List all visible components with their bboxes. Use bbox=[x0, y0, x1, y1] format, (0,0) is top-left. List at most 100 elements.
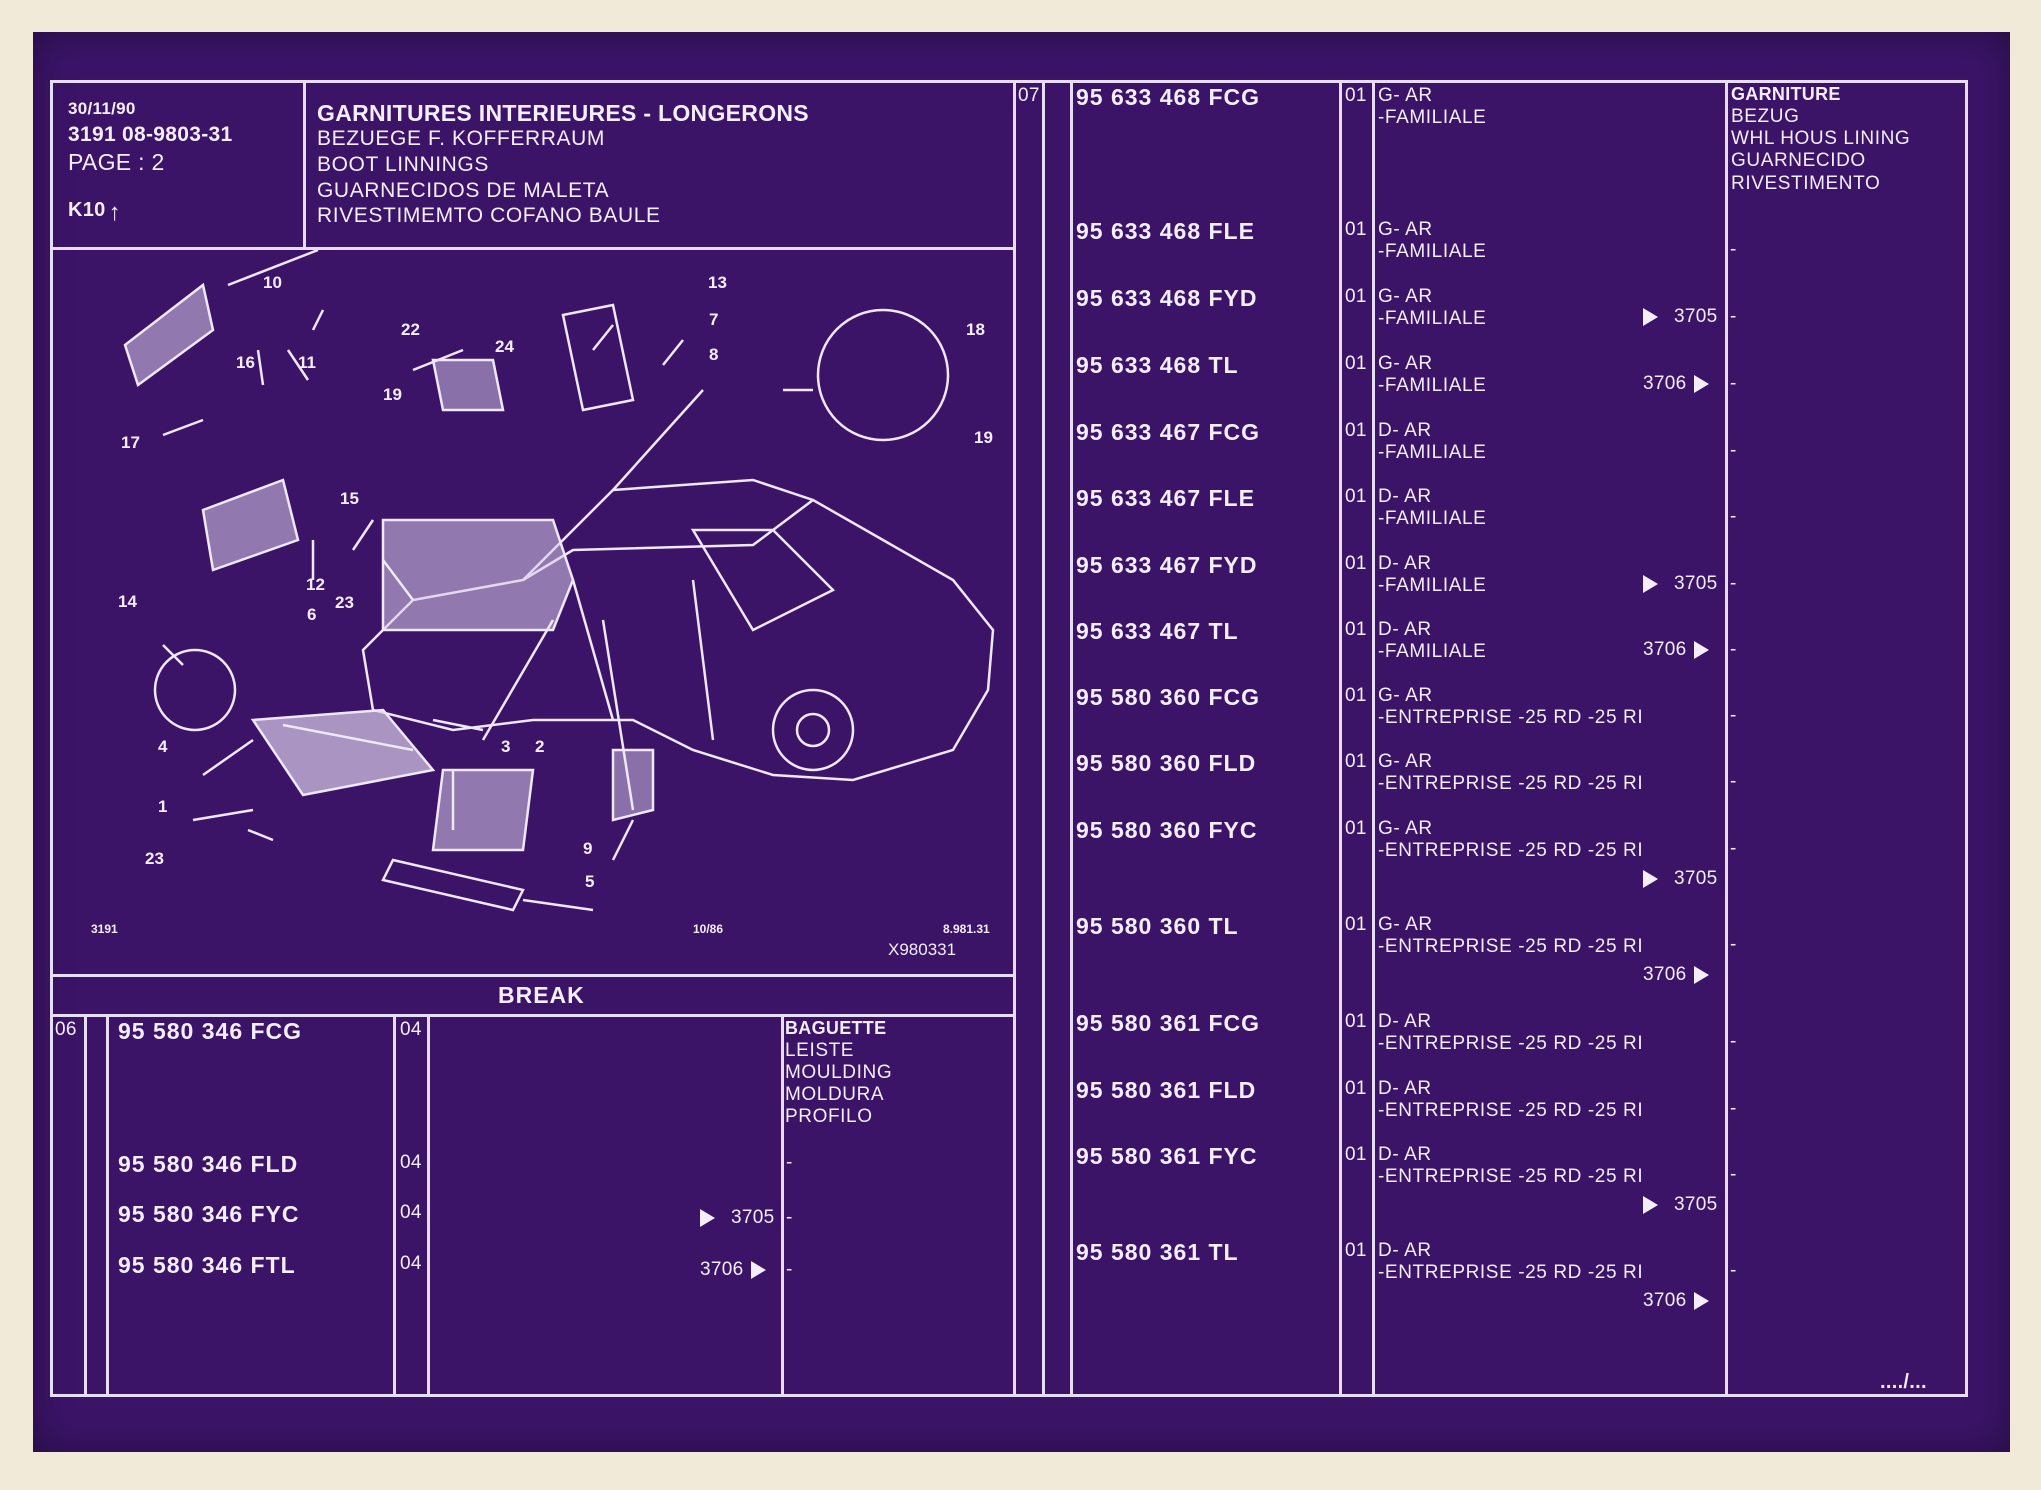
change-mark: 3706 bbox=[1643, 965, 1710, 984]
callout-12: 12 bbox=[306, 575, 325, 594]
right-col-5 bbox=[1372, 80, 1375, 1396]
callout-24: 24 bbox=[495, 337, 514, 356]
variant: -ENTREPRISE -25 RD -25 RI bbox=[1378, 773, 1644, 794]
position: D- AR bbox=[1378, 1240, 1432, 1261]
arrow-right-icon bbox=[1694, 640, 1710, 659]
detail-circle-18 bbox=[816, 308, 950, 442]
desc-dash: - bbox=[1730, 639, 1737, 660]
variant: -FAMILIALE bbox=[1378, 641, 1487, 662]
break-part-number: 95 580 346 FTL bbox=[118, 1252, 296, 1278]
change-mark: 3705 bbox=[1643, 307, 1717, 326]
part-9-bracket bbox=[611, 748, 655, 822]
callout-2: 2 bbox=[535, 737, 544, 756]
desc-dash: - bbox=[1730, 934, 1737, 955]
right-desc-de: BEZUG bbox=[1731, 106, 1800, 127]
arrow-right-icon bbox=[1694, 1291, 1710, 1310]
part-number: 95 580 360 FLD bbox=[1076, 750, 1257, 776]
frame-right bbox=[1965, 80, 1968, 1396]
boot-floor bbox=[381, 518, 575, 632]
title-en: BOOT LINNINGS bbox=[317, 153, 489, 176]
change-mark: 3706 bbox=[1643, 373, 1710, 394]
callout-9: 9 bbox=[583, 839, 592, 858]
part-number: 95 633 467 FCG bbox=[1076, 419, 1261, 445]
change-mark: 3705 bbox=[1643, 869, 1717, 888]
callout-23a: 23 bbox=[335, 593, 354, 612]
quantity: 01 bbox=[1345, 219, 1367, 240]
right-col-6 bbox=[1725, 80, 1728, 1396]
callout-11: 11 bbox=[298, 353, 316, 372]
part-number: 95 580 361 TL bbox=[1076, 1239, 1239, 1265]
quantity: 01 bbox=[1345, 1240, 1367, 1261]
position: G- AR bbox=[1378, 219, 1433, 240]
frame-left bbox=[50, 80, 53, 1396]
frame-top bbox=[50, 80, 1968, 83]
desc-dash: - bbox=[1730, 440, 1737, 461]
quantity: 01 bbox=[1345, 751, 1367, 772]
break-mark: 3705 bbox=[700, 1208, 774, 1227]
callout-23b: 23 bbox=[145, 849, 164, 868]
callout-5: 5 bbox=[585, 872, 594, 891]
arrow-right-icon bbox=[1643, 869, 1658, 888]
part-number: 95 633 468 FCG bbox=[1076, 84, 1261, 110]
doc-page: PAGE : 2 bbox=[68, 149, 165, 175]
right-desc-es: GUARNECIDO bbox=[1731, 150, 1866, 171]
position: G- AR bbox=[1378, 914, 1433, 935]
arrow-right-icon bbox=[700, 1208, 715, 1227]
right-col-1 bbox=[1013, 80, 1016, 1396]
desc-dash: - bbox=[1730, 1164, 1737, 1185]
variant: -FAMILIALE bbox=[1378, 241, 1487, 262]
break-part-number: 95 580 346 FYC bbox=[118, 1201, 300, 1227]
break-col-qty bbox=[393, 1014, 396, 1394]
part-1-floor-mat bbox=[250, 708, 436, 797]
position: G- AR bbox=[1378, 286, 1433, 307]
right-desc-it: RIVESTIMENTO bbox=[1731, 173, 1881, 194]
change-mark: 3705 bbox=[1643, 574, 1717, 593]
desc-dash: - bbox=[1730, 838, 1737, 859]
callout-8: 8 bbox=[709, 345, 718, 364]
break-col-desc bbox=[781, 1014, 784, 1394]
right-group-number: 07 bbox=[1018, 85, 1040, 106]
variant: -ENTREPRISE -25 RD -25 RI bbox=[1378, 707, 1644, 728]
variant: -FAMILIALE bbox=[1378, 508, 1487, 529]
variant: -ENTREPRISE -25 RD -25 RI bbox=[1378, 1262, 1644, 1283]
boot-side-panel bbox=[431, 358, 505, 412]
desc-dash: - bbox=[1730, 1098, 1737, 1119]
frame-bottom bbox=[50, 1394, 1968, 1397]
part-number: 95 580 360 FYC bbox=[1076, 817, 1258, 843]
boot-side-panel-2 bbox=[561, 303, 635, 412]
mark-code: 3706 bbox=[1643, 373, 1687, 394]
variant: -ENTREPRISE -25 RD -25 RI bbox=[1378, 840, 1644, 861]
position: G- AR bbox=[1378, 85, 1433, 106]
part-number: 95 633 468 FYD bbox=[1076, 285, 1258, 311]
diagram-footer-mid: 10/86 bbox=[693, 922, 723, 936]
position: G- AR bbox=[1378, 353, 1433, 374]
diagram-footer-right: 8.981.31 bbox=[943, 922, 990, 936]
callout-18: 18 bbox=[966, 320, 985, 339]
title-fr: GARNITURES INTERIEURES - LONGERONS bbox=[317, 100, 809, 126]
right-col-4 bbox=[1339, 80, 1342, 1396]
position: D- AR bbox=[1378, 1144, 1432, 1165]
title-de: BEZUEGE F. KOFFERRAUM bbox=[317, 127, 605, 150]
detail-circle-6 bbox=[153, 648, 237, 732]
position: D- AR bbox=[1378, 619, 1432, 640]
quantity: 01 bbox=[1345, 1011, 1367, 1032]
position: D- AR bbox=[1378, 1078, 1432, 1099]
break-dash: - bbox=[786, 1207, 793, 1228]
desc-dash: - bbox=[1730, 705, 1737, 726]
break-bottom-line bbox=[50, 1014, 1015, 1017]
car-wheel-hub bbox=[795, 712, 831, 748]
arrow-up-icon: ↑ bbox=[108, 199, 121, 226]
exploded-parts-diagram: 10 13 7 8 22 24 18 16 11 19 17 15 19 12 … bbox=[91, 250, 995, 959]
break-part-number: 95 580 346 FCG bbox=[118, 1018, 303, 1044]
desc-dash: - bbox=[1730, 573, 1737, 594]
callout-13: 13 bbox=[708, 273, 727, 292]
variant: -FAMILIALE bbox=[1378, 442, 1487, 463]
title-it: RIVESTIMEMTO COFANO BAULE bbox=[317, 204, 661, 227]
part-number: 95 580 361 FYC bbox=[1076, 1143, 1258, 1169]
change-mark: 3705 bbox=[1643, 1195, 1717, 1214]
position: D- AR bbox=[1378, 553, 1432, 574]
part-5-strip bbox=[381, 858, 525, 912]
break-group-number: 06 bbox=[55, 1019, 77, 1040]
break-col-note bbox=[427, 1014, 430, 1394]
break-dash: - bbox=[786, 1259, 793, 1280]
